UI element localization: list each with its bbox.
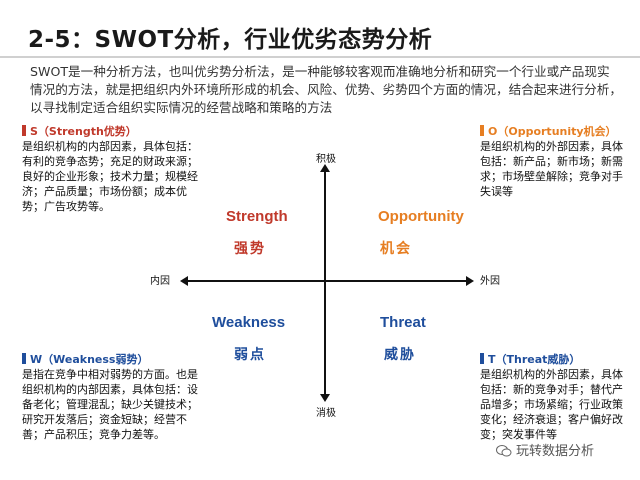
axis-label-left: 内因 — [150, 276, 170, 287]
arrow-right-icon — [466, 276, 474, 286]
weakness-text: 是指在竞争中相对弱势的方面。也是组织机构的内部因素，具体包括：设备老化；管理混乱… — [22, 368, 198, 441]
horizontal-axis — [186, 280, 468, 282]
strength-heading: S（Strength优势） — [22, 124, 202, 139]
arrow-up-icon — [320, 164, 330, 172]
quadrant-opportunity-cn: 机会 — [380, 241, 412, 257]
opportunity-text: 是组织机构的外部因素，具体包括：新产品；新市场；新需求；市场壁垒解除；竞争对手失… — [480, 140, 623, 198]
quadrant-weakness-cn: 弱点 — [234, 347, 266, 363]
weakness-heading: W（Weakness弱势） — [22, 352, 207, 367]
axis-label-bottom: 消极 — [316, 408, 336, 419]
arrow-down-icon — [320, 394, 330, 402]
threat-text: 是组织机构的外部因素，具体包括：新的竞争对手；替代产品增多；市场紧缩；行业政策变… — [480, 368, 623, 441]
axis-label-right: 外因 — [480, 276, 500, 287]
quadrant-weakness-label: Weakness — [212, 314, 286, 331]
opportunity-heading: O（Opportunity机会） — [480, 124, 630, 139]
arrow-left-icon — [180, 276, 188, 286]
threat-block: T（Threat威胁） 是组织机构的外部因素，具体包括：新的竞争对手；替代产品增… — [480, 352, 630, 442]
axis-label-top: 积极 — [316, 154, 336, 165]
bullet-marker — [22, 125, 26, 136]
quadrant-threat-cn: 威胁 — [384, 347, 416, 363]
quadrant-strength-cn: 强势 — [234, 241, 266, 257]
title-divider — [0, 56, 640, 58]
watermark-text: 玩转数据分析 — [516, 444, 595, 459]
threat-heading-text: T（Threat威胁） — [488, 353, 581, 366]
strength-block: S（Strength优势） 是组织机构的内部因素，具体包括：有利的竞争态势；充足… — [22, 124, 202, 214]
opportunity-heading-text: O（Opportunity机会） — [488, 125, 617, 138]
intro-paragraph: SWOT是一种分析方法，也叫优劣势分析法，是一种能够较客观而准确地分析和研究一个… — [30, 64, 622, 115]
strength-heading-text: S（Strength优势） — [30, 125, 137, 138]
weakness-heading-text: W（Weakness弱势） — [30, 353, 149, 366]
threat-heading: T（Threat威胁） — [480, 352, 630, 367]
bullet-marker — [480, 353, 484, 364]
watermark: 玩转数据分析 — [496, 440, 594, 459]
quadrant-strength-label: Strength — [226, 208, 288, 225]
weakness-block: W（Weakness弱势） 是指在竞争中相对弱势的方面。也是组织机构的内部因素，… — [22, 352, 207, 442]
wechat-icon — [496, 445, 512, 457]
quadrant-threat-label: Threat — [380, 314, 426, 331]
opportunity-block: O（Opportunity机会） 是组织机构的外部因素，具体包括：新产品；新市场… — [480, 124, 630, 199]
strength-text: 是组织机构的内部因素，具体包括：有利的竞争态势；充足的财政来源；良好的企业形象；… — [22, 140, 198, 213]
bullet-marker — [480, 125, 484, 136]
quadrant-opportunity-label: Opportunity — [378, 208, 464, 225]
page-title: 2-5：SWOT分析，行业优劣态势分析 — [28, 27, 433, 53]
vertical-axis — [324, 170, 326, 396]
bullet-marker — [22, 353, 26, 364]
